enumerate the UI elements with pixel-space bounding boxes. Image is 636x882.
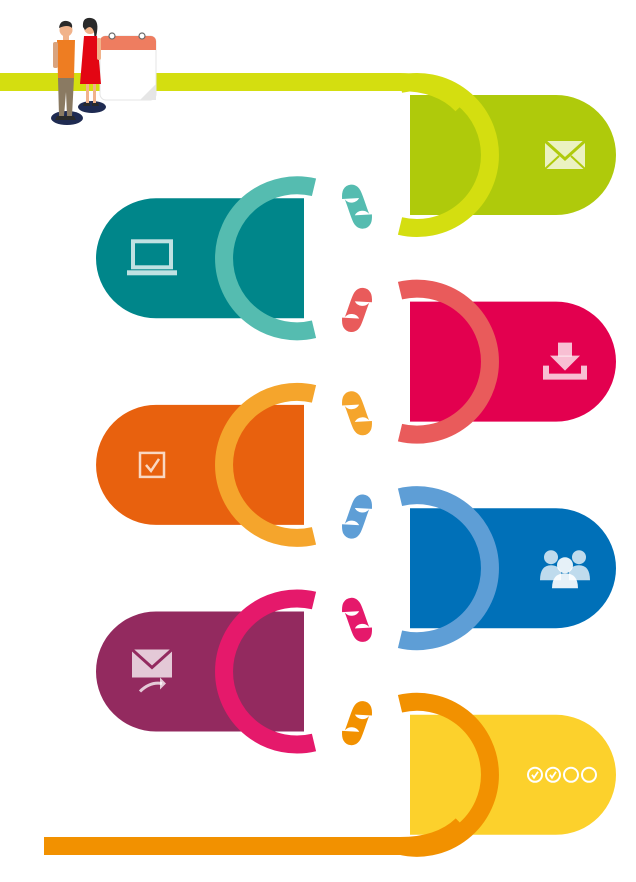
step-3[interactable] bbox=[410, 301, 617, 422]
end-line bbox=[44, 818, 469, 855]
step-3-pill[interactable] bbox=[410, 301, 617, 422]
connector-4-5 bbox=[342, 494, 372, 539]
step-5-pill[interactable] bbox=[410, 508, 617, 629]
start-line bbox=[0, 73, 469, 112]
step-2-pill[interactable] bbox=[96, 198, 305, 319]
checkbox-icon bbox=[138, 451, 166, 479]
mail-reply-icon bbox=[130, 648, 174, 693]
step-7[interactable] bbox=[410, 714, 617, 835]
download-tray-icon bbox=[543, 342, 587, 380]
step-6[interactable] bbox=[96, 611, 305, 732]
step-2[interactable] bbox=[96, 198, 305, 319]
connector-1-2 bbox=[342, 184, 372, 229]
users-group-icon bbox=[540, 550, 590, 589]
step-7-pill[interactable] bbox=[410, 714, 617, 835]
step-5[interactable] bbox=[410, 508, 617, 629]
step-1-pill[interactable] bbox=[410, 95, 616, 215]
step-1[interactable] bbox=[410, 95, 616, 215]
connector-5-6 bbox=[342, 597, 372, 642]
step-2-ring bbox=[215, 176, 317, 341]
step-6-pill[interactable] bbox=[96, 611, 305, 732]
laptop-icon bbox=[127, 239, 177, 276]
step-5-ring bbox=[397, 486, 499, 651]
step-4-ring bbox=[215, 382, 317, 547]
step-4[interactable] bbox=[96, 404, 304, 525]
connector-6-7 bbox=[342, 701, 372, 746]
connector-2-3 bbox=[342, 287, 372, 332]
connector-3-4 bbox=[342, 391, 372, 436]
couple-with-calendar-icon bbox=[51, 17, 157, 125]
step-3-ring bbox=[397, 279, 499, 444]
envelope-icon bbox=[543, 139, 587, 170]
progress-checks-icon bbox=[527, 766, 597, 783]
step-6-ring bbox=[215, 589, 317, 754]
step-4-pill[interactable] bbox=[96, 404, 304, 525]
connectors-layer bbox=[0, 73, 499, 857]
steps-layer bbox=[96, 95, 617, 835]
